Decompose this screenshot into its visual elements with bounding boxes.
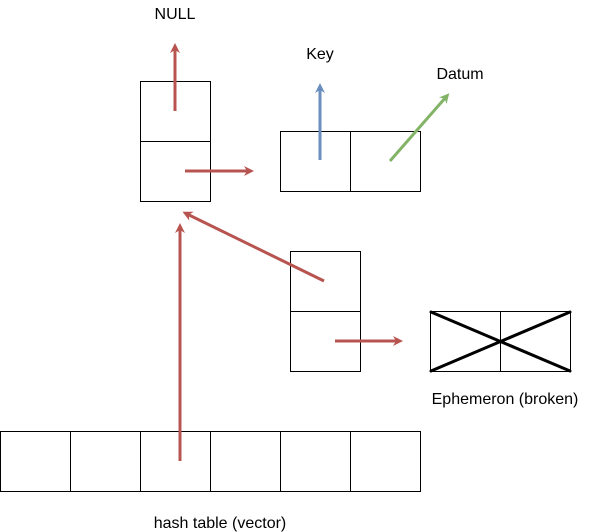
datum-cell [350,131,421,192]
ephemeron-label: Ephemeron (broken) [432,391,579,408]
broken-ephemeron [429,310,572,373]
vector-slot [140,431,211,492]
vector-slot [210,431,281,492]
key-label: Key [306,46,334,63]
ephemeron-key-cell [430,311,501,372]
vector-slot [70,431,141,492]
key-datum-cell [280,131,421,192]
arrow-middle-to-top-pair [182,211,325,283]
vector-slot [280,431,351,492]
ephemeron-cross-line-2 [429,310,572,373]
null-label: NULL [155,6,196,23]
middle-pair [290,251,361,372]
datum-label: Datum [436,66,483,83]
arrows [170,43,450,461]
hash-table-label: hash table (vector) [154,515,287,532]
ephemeron-datum-cell [500,311,571,372]
key-cell [280,131,351,192]
arrow-datum [388,93,450,162]
vector-slot [350,431,421,492]
vector-slot [0,431,71,492]
hash-table-vector [0,431,421,492]
middle-pair-car-cell [290,251,361,312]
